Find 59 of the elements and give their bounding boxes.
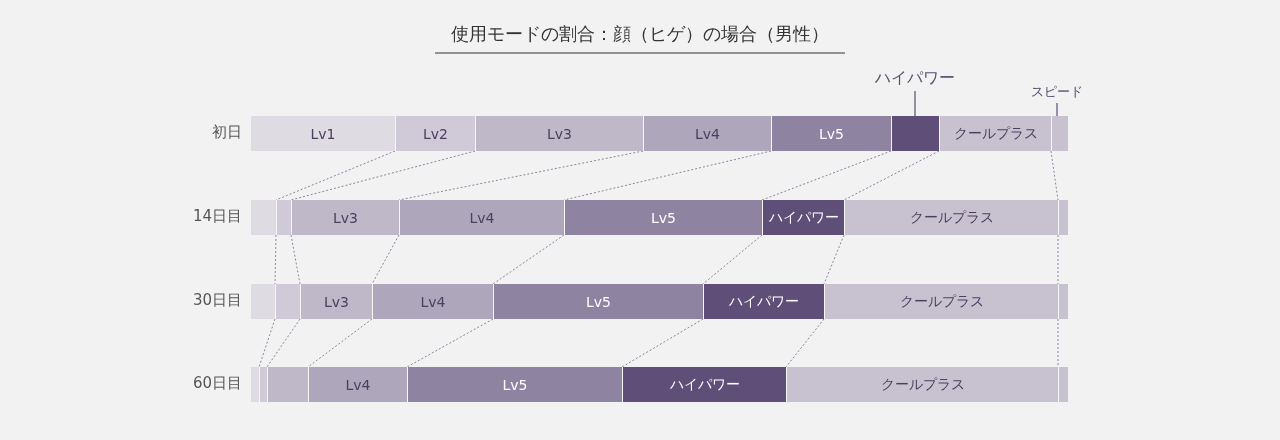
chart-title: 使用モードの割合：顔（ヒゲ）の場合（男性） <box>450 22 830 46</box>
empty-bar-segment <box>275 284 300 319</box>
segment-label: ハイパワー <box>768 208 839 227</box>
row-label: 初日 <box>212 123 242 142</box>
segment-label: Lv4 <box>420 293 446 310</box>
empty-bar-segment <box>251 367 259 402</box>
empty-bar-segment <box>259 367 267 402</box>
empty-bar-segment <box>251 284 275 319</box>
bar-segment <box>475 116 643 151</box>
segment-label: ハイパワー <box>669 375 740 394</box>
segment-label: Lv4 <box>345 376 371 393</box>
callout-label: ハイパワー <box>875 68 955 89</box>
segment-label: Lv3 <box>333 209 358 226</box>
row-label: 60日目 <box>192 374 242 393</box>
bar-segment <box>308 367 407 402</box>
bar-segment <box>939 116 1051 151</box>
bar-segment <box>762 200 844 235</box>
segment-label: クールプラス <box>899 292 984 311</box>
segment-label: Lv5 <box>651 209 676 226</box>
empty-bar-segment <box>251 200 276 235</box>
bar-segment <box>300 284 372 319</box>
empty-bar-segment <box>1058 284 1068 319</box>
bar-segment <box>643 116 771 151</box>
segment-label: クールプラス <box>909 208 994 227</box>
bar-segment <box>251 116 395 151</box>
bar-segment <box>493 284 703 319</box>
empty-bar-segment <box>1051 116 1068 151</box>
segment-label: Lv1 <box>310 125 336 142</box>
bar-segment <box>399 200 564 235</box>
segment-label: ハイパワー <box>729 292 799 311</box>
segment-label: Lv4 <box>469 209 495 226</box>
bar-segment <box>786 367 1058 402</box>
callout-label: スピード <box>1031 83 1083 101</box>
bar-segment <box>703 284 824 319</box>
bar-segment <box>407 367 622 402</box>
segment-label: Lv3 <box>547 125 572 142</box>
bar-segment <box>622 367 786 402</box>
bar-segment <box>372 284 493 319</box>
bar-segment <box>844 200 1058 235</box>
segment-label: Lv3 <box>324 293 349 310</box>
segment-label: Lv5 <box>502 376 528 393</box>
segment-label: クールプラス <box>880 375 965 394</box>
row-label: 14日目 <box>192 207 242 226</box>
empty-bar-segment <box>276 200 291 235</box>
empty-bar-segment <box>1058 200 1068 235</box>
leader-line <box>1056 102 1058 117</box>
segment-label: クールプラス <box>953 124 1038 143</box>
segment-label: Lv2 <box>423 125 448 142</box>
segment-label: Lv5 <box>586 293 611 310</box>
empty-bar-segment <box>1058 367 1068 402</box>
bar-segment <box>824 284 1058 319</box>
leader-line <box>914 90 916 117</box>
segment-label: Lv4 <box>695 125 720 142</box>
bar-segment <box>564 200 762 235</box>
bar-segment <box>291 200 399 235</box>
segment-label: Lv5 <box>819 125 844 142</box>
row-label: 30日目 <box>192 291 242 310</box>
bar-segment <box>771 116 891 151</box>
bar-segment <box>395 116 475 151</box>
